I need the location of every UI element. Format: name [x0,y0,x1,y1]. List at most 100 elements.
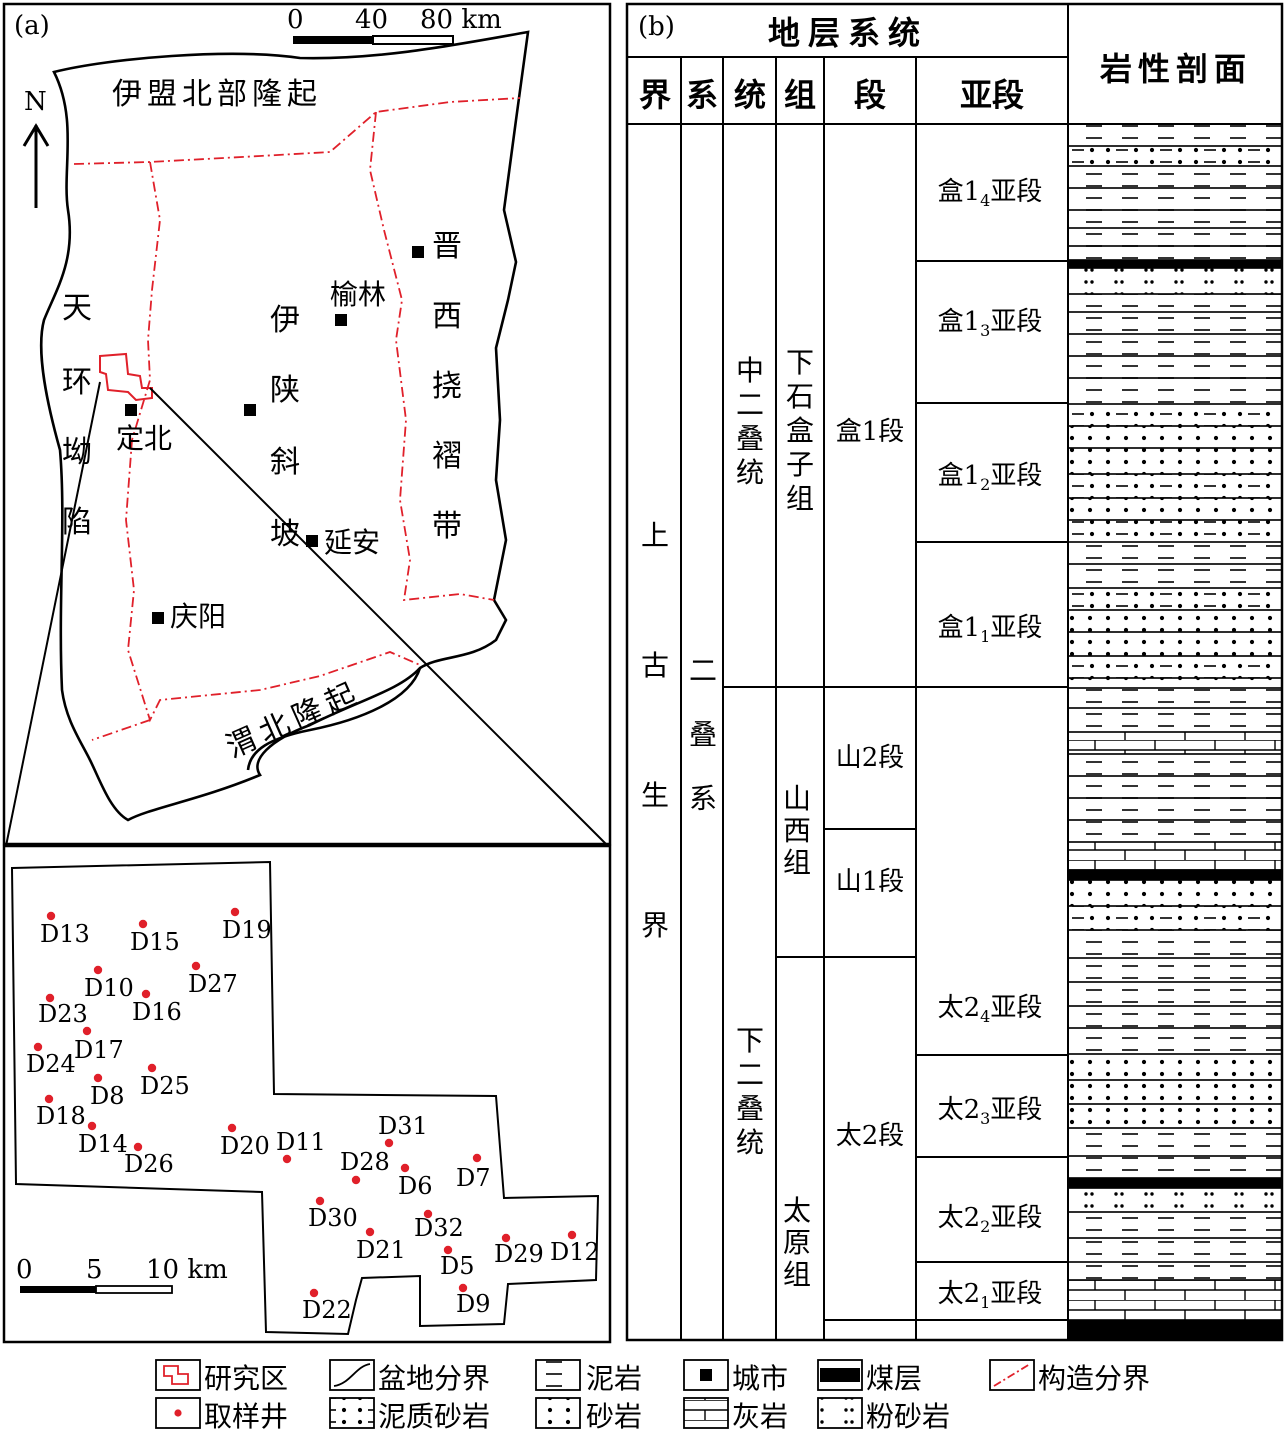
inset-scale-tick-10: 10 km [146,1255,228,1285]
litho-layer-sand [1067,497,1283,521]
legend-swatch-sandstone [535,1397,581,1429]
map-scale-bar: 0 40 80 km [287,5,502,45]
zu-xiashihezi: 下石盒子组 [786,346,814,515]
litho-layer-coal [1067,1319,1283,1341]
litho-layer-mud [1067,187,1283,211]
north-label: N [24,87,47,117]
litho-layer-coal [1067,259,1283,269]
study-area-boundary [10,860,600,1336]
litho-layer-sand [1067,425,1283,449]
legend-swatch-study-area [155,1359,201,1391]
well-label: D17 [74,1036,124,1064]
litho-layer-mud [1067,1027,1283,1055]
yishan-char-1: 陕 [270,373,300,408]
legend-swatch-tectonic [989,1359,1035,1391]
well-marker [87,1121,97,1131]
well-marker [227,1123,237,1133]
well-marker [45,993,55,1003]
litho-layer-mud [1067,775,1283,799]
yishan-char-2: 斜 [270,445,300,480]
litho-layer-msand [1067,905,1283,931]
well-label: D14 [78,1130,128,1158]
city-marker [244,404,256,416]
well-marker [315,1196,325,1206]
litho-layer-msand [1067,403,1283,427]
litho-layer-mud [1067,541,1283,565]
litho-layer-silt [1067,1187,1283,1213]
litho-layer-mud [1067,563,1283,589]
litho-layer-silt [1067,267,1283,295]
legend-limestone: 灰岩 [732,1400,788,1433]
well-marker [138,919,148,929]
well-marker [458,1283,468,1293]
legend-swatch-well [155,1397,201,1429]
litho-layer-mud [1067,1127,1283,1157]
tianhuan-char-3: 陷 [62,505,92,540]
scale-tick-40: 40 [355,5,388,35]
litho-layer-mud [1067,1211,1283,1239]
well-label: D19 [222,916,272,944]
litho-layer-mud [1067,293,1283,313]
panel-a-frame [2,2,612,846]
city-marker [335,314,347,326]
litho-layer-mud [1067,1005,1283,1029]
column-headers: 界 系 统 组 段 亚段 [639,76,1024,114]
well-marker [365,1227,375,1237]
yaduan-label: 盒13亚段 [938,307,1043,340]
well-marker [141,989,151,999]
well-label: D29 [494,1240,544,1268]
well-marker [400,1163,410,1173]
well-marker [423,1209,433,1219]
col-zu: 组 [784,76,816,114]
xi-permian: 二叠系 [689,654,717,815]
col-tong: 统 [734,76,766,114]
well-marker [191,961,201,971]
well-label: D18 [36,1102,86,1130]
well-marker [384,1138,394,1148]
legend-well: 取样井 [204,1400,288,1433]
litho-layer-mud [1067,1261,1283,1281]
col-yaduan: 亚段 [960,76,1024,114]
col-jie: 界 [639,76,671,114]
well-label: D6 [398,1172,433,1200]
well-label: D20 [220,1132,270,1160]
well-marker [46,911,56,921]
well-marker [93,1073,103,1083]
well-marker [44,1094,54,1104]
jinxi-char-3: 褶 [432,439,462,474]
region-jinxi: 晋 西 挠 褶 带 [432,229,462,544]
well-label: D5 [440,1252,475,1280]
city-yanan: 延安 [324,526,380,559]
litho-layer-lime [1067,731,1283,755]
well-label: D23 [38,1000,88,1028]
legend-city: 城市 [732,1362,788,1395]
legend-sandstone: 砂岩 [586,1400,642,1433]
legend: 研究区 盆地分界 泥岩 城市 煤层 构造分界 取样井 泥质砂岩 砂岩 灰岩 粉砂… [155,1359,1150,1433]
litho-layer-sand [1067,879,1283,907]
litho-layer-sand [1067,609,1283,633]
legend-swatch-limestone [683,1397,729,1429]
legend-tectonic: 构造分界 [1038,1362,1150,1395]
legend-basin-boundary: 盆地分界 [378,1362,490,1395]
tectonic-boundaries [73,97,521,741]
litho-layer-lime [1067,1279,1283,1321]
panel-b-label: (b) [638,12,675,42]
region-yishan: 伊 陕 斜 坡 [270,303,300,552]
legend-study-area: 研究区 [204,1362,288,1395]
well-label: D32 [414,1214,464,1242]
region-yimeng: 伊盟北部隆起 [112,77,322,112]
header-main: 地层系统 [768,14,928,52]
litho-layer-mud [1067,245,1283,261]
zu-taiyuan: 太原组 [783,1194,811,1291]
jinxi-char-2: 挠 [432,369,462,404]
jinxi-char-0: 晋 [432,229,462,264]
jie-upper-paleozoic: 上古生界 [641,519,669,942]
well-label: D7 [456,1164,491,1192]
legend-siltstone: 粉砂岩 [866,1400,950,1433]
legend-swatch-mudstone [535,1359,581,1391]
panel-a-label: (a) [14,11,50,41]
cities: 榆林 定北 延安 庆阳 [116,246,424,633]
yishan-char-0: 伊 [270,303,300,338]
litho-layer-sand [1067,631,1283,657]
litho-layer-mud [1067,227,1283,247]
